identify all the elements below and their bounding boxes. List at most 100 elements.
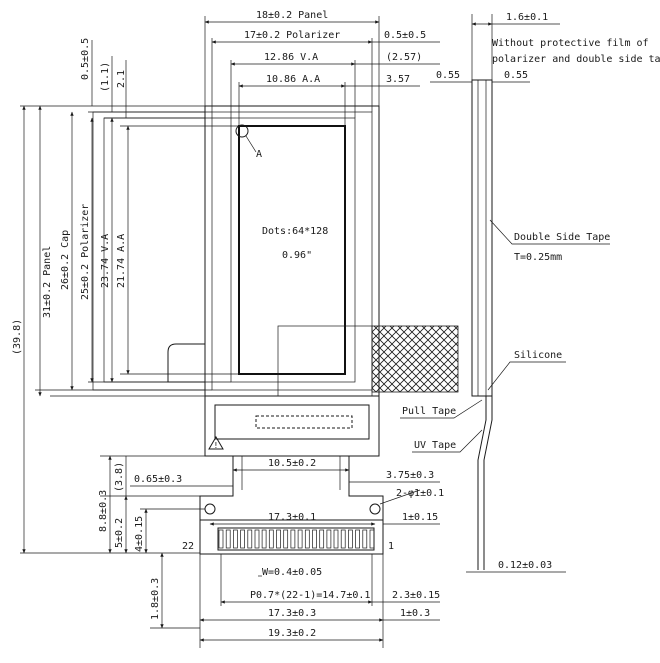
fpc-stiffener: [199, 519, 384, 555]
fpc-inner-lines: [241, 456, 341, 490]
fpc-pin: [233, 529, 238, 549]
fpc-left-offset-label: 0.65±0.3: [134, 474, 182, 485]
fpc-right-offset-label: 3.75±0.3: [386, 470, 434, 481]
fpc-hole-left: [204, 503, 216, 515]
side-left-gap-label: 0.55: [436, 70, 460, 81]
fpc-pin: [369, 529, 375, 549]
len-5-label: 5±0.2: [114, 518, 125, 548]
pin-span-label: 17.3±0.1: [268, 512, 316, 523]
silicone-hatch: [371, 325, 459, 393]
side-ext-lines: [471, 14, 493, 80]
panel-height-label: 31±0.2 Panel: [42, 246, 53, 318]
fpc-hole-right: [369, 503, 381, 515]
hole-leader: [379, 489, 421, 505]
fpc-pin: [261, 529, 267, 549]
uv-tape-leader: [412, 429, 483, 453]
active-area-outline: [238, 125, 346, 375]
len-4-label: 4±0.15: [134, 516, 145, 552]
side-view: 1.6±0.1 Without protective film of polar…: [400, 12, 660, 573]
size-label: 0.96": [282, 250, 312, 261]
fpc-pin: [240, 529, 245, 549]
bottom-ext-lines: [35, 373, 239, 397]
fpc-pin: [276, 529, 281, 549]
top-gap2-label: (1.1): [100, 62, 111, 92]
fpc-pin-area: [217, 527, 375, 551]
fpc-pin: [247, 529, 253, 549]
double-tape-leader: [489, 219, 610, 245]
fpc-pin: [340, 529, 346, 549]
overall-height-label: (39.8): [12, 319, 23, 355]
pin1-marker-circle: [235, 124, 249, 138]
fpc-pin: [362, 529, 368, 549]
fpc-pin: [348, 529, 353, 549]
fpc-pin: [283, 529, 289, 549]
overall-width-label: 19.3±0.2: [268, 628, 316, 639]
top-gap3-label: 2.1: [116, 70, 127, 88]
fpc-pin: [355, 529, 360, 549]
silicone-label: Silicone: [514, 350, 562, 361]
pin-last-label: 1: [388, 541, 394, 552]
fpc: 22 1: [182, 456, 394, 555]
bottom-len-label: 1.8±0.3: [150, 578, 161, 620]
viewing-area-outline: [230, 117, 356, 383]
polarizer-width-label: 17±0.2 Polarizer: [244, 30, 340, 41]
fpc-dimensions: 10.5±0.2 0.65±0.3 3.75±0.3 2-φ1±0.1 17.3…: [98, 455, 444, 648]
pull-tape-label: Pull Tape: [402, 406, 456, 417]
side-fpc: [477, 396, 487, 570]
fpc-thickness-label: 0.12±0.03: [498, 560, 552, 571]
front-view: A Dots:64*128 0.96" !: [92, 105, 459, 457]
fpc-pin: [225, 529, 231, 549]
fpc-ext-lines: [199, 554, 384, 648]
marker-label: A: [256, 149, 262, 160]
right-vertical-label: (3.8): [114, 462, 125, 492]
fpc-pin: [268, 529, 274, 549]
fpc-pins: [218, 529, 375, 549]
side-fpc-2: [483, 396, 493, 570]
top-ext-lines: [88, 111, 239, 127]
uv-tape-label: UV Tape: [414, 440, 456, 451]
silicone-region: [277, 325, 373, 397]
aa-height-label: 21.74 A.A: [116, 234, 127, 288]
fpc-pin: [319, 529, 325, 549]
left-tab: [167, 343, 205, 383]
va-ext-lines: [230, 60, 356, 118]
fpc-pin: [254, 529, 260, 549]
side-note-line1: Without protective film of: [492, 38, 649, 49]
pin-first-label: 22: [182, 541, 194, 552]
pull-tape-leader: [400, 399, 483, 419]
fpc-pin: [297, 529, 303, 549]
hole-label: 2-φ1±0.1: [396, 488, 444, 499]
fpc-pin: [304, 529, 310, 549]
panel-offset-label: 0.5±0.5: [384, 30, 426, 41]
fpc-pin: [333, 529, 339, 549]
warning-mark: !: [214, 441, 219, 450]
top-dimensions: 18±0.2 Panel 17±0.2 Polarizer 12.86 V.A …: [204, 10, 440, 126]
marker-leader: [245, 135, 257, 153]
fpc-pin: [312, 529, 317, 549]
side-note-line2: polarizer and double side tape: [492, 54, 660, 65]
aa-offset-label: 3.57: [386, 74, 410, 85]
tape-thickness-label: T=0.25mm: [514, 252, 562, 263]
aa-ext-lines: [238, 82, 346, 126]
hole-edge-label: 1±0.15: [402, 512, 438, 523]
va-offset-label: (2.57): [386, 52, 422, 63]
silicone-leader: [487, 361, 566, 391]
polarizer-height-label: 25±0.2 Polarizer: [80, 204, 91, 300]
side-panel-body: [471, 79, 493, 397]
double-tape-label: Double Side Tape: [514, 232, 610, 243]
stiffener-offset-label: 1±0.3: [400, 608, 430, 619]
va-height-label: 23.74 V.A: [100, 234, 111, 288]
left-dimensions: (39.8) 31±0.2 Panel 26±0.2 Cap 25±0.2 Po…: [12, 38, 239, 554]
panel-ext-lines: [204, 16, 380, 106]
fpc-pin: [326, 529, 332, 549]
polarizer-outline: [211, 111, 373, 391]
top-gap-label: 0.5±0.5: [80, 38, 91, 80]
fpc-pin: [218, 529, 224, 549]
side-thickness-label: 1.6±0.1: [506, 12, 548, 23]
warning-triangle-icon: [208, 436, 224, 450]
stiffener-label: 17.3±0.3: [268, 608, 316, 619]
cap-height-label: 26±0.2 Cap: [60, 230, 71, 290]
pitch-offset-label: 2.3±0.15: [392, 590, 440, 601]
len-88-label: 8.8±0.3: [98, 490, 109, 532]
